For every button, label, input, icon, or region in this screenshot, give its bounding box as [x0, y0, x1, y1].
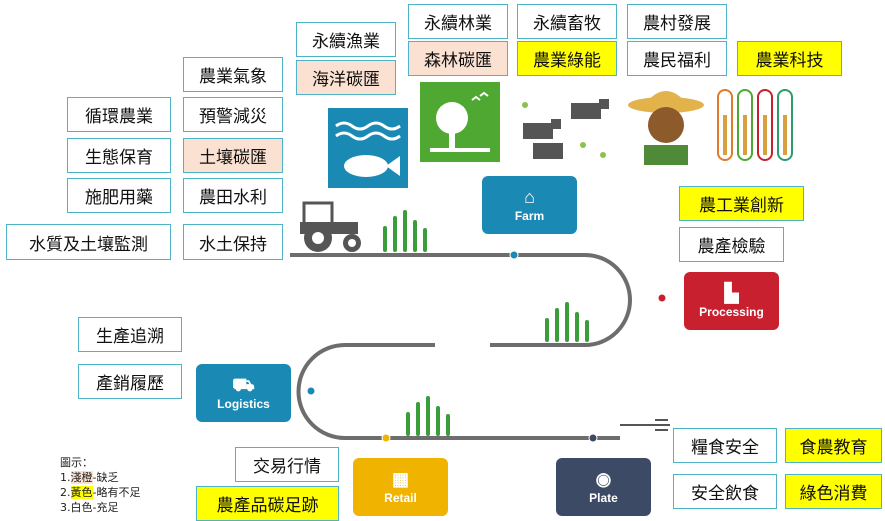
stage-farm: ⌂ Farm	[482, 176, 577, 234]
box-nongye-qixiang: 農業氣象	[183, 57, 283, 92]
box-nongcun-fazhan: 農村發展	[627, 4, 727, 39]
test-tubes-icon	[717, 89, 793, 161]
box-nongye-keji: 農業科技	[737, 41, 842, 76]
legend-item-1: 1.淺橙-缺乏	[60, 471, 119, 484]
box-shengtai-baoyu: 生態保育	[67, 138, 171, 173]
box-yongxu-xumu: 永續畜牧	[517, 4, 617, 39]
stage-plate-label: Plate	[589, 490, 618, 505]
stage-processing-label: Processing	[699, 304, 764, 319]
box-nongchan-jianyan: 農產檢驗	[679, 227, 784, 262]
cows-icon	[522, 99, 609, 159]
box-nongchanpin-tanzuji: 農產品碳足跡	[196, 486, 339, 521]
box-jiaoyi-hangqing: 交易行情	[235, 447, 339, 482]
box-shengchan-zhuisu: 生產追溯	[78, 317, 182, 352]
stage-plate: ◉ Plate	[556, 458, 651, 516]
box-nongtian-shuili: 農田水利	[183, 178, 283, 213]
farmer-icon	[628, 91, 704, 165]
box-yujing-jianzai: 預警減災	[183, 97, 283, 132]
box-nongye-lvneng: 農業綠能	[517, 41, 617, 76]
plate-icon: ◉	[595, 468, 612, 489]
box-shuitu-baochi: 水土保持	[183, 224, 283, 260]
farm-icon: ⌂	[524, 186, 535, 207]
box-turang-tanhui: 土壤碳匯	[183, 138, 283, 173]
box-shinong-jiaoyu: 食農教育	[785, 428, 882, 463]
box-yongxu-linye: 永續林業	[408, 4, 508, 39]
tree-icon	[420, 82, 500, 162]
box-senlin-tanhui: 森林碳匯	[408, 41, 508, 76]
box-anquan-yinshi: 安全飲食	[673, 474, 777, 509]
box-shifei-yongyao: 施肥用藥	[67, 178, 171, 213]
stage-logistics-label: Logistics	[217, 396, 270, 411]
stage-processing: ▙ Processing	[684, 272, 779, 330]
legend-item-2: 2.黃色-略有不足	[60, 486, 141, 499]
stage-farm-label: Farm	[514, 208, 545, 223]
legend-title: 圖示：	[60, 456, 93, 469]
wheat-icon-2	[545, 302, 589, 342]
legend: 圖示： 1.淺橙-缺乏 2.黃色-略有不足 3.白色-充足	[60, 455, 140, 515]
fish-icon	[328, 108, 408, 188]
wheat-icon-3	[406, 396, 450, 436]
legend-item-3: 3.白色-充足	[60, 501, 119, 514]
stage-logistics: ⛟ Logistics	[196, 364, 291, 422]
store-icon: ▦	[391, 468, 409, 489]
box-nonggongye-chuangxin: 農工業創新	[679, 186, 804, 221]
tractor-icon	[300, 201, 361, 252]
wheat-icon-1	[383, 210, 427, 252]
stage-retail-label: Retail	[384, 490, 417, 505]
box-xunhuan-nongye: 循環農業	[67, 97, 171, 132]
box-yongxu-yuye: 永續漁業	[296, 22, 396, 57]
box-lvse-xiaofei: 綠色消費	[785, 474, 882, 509]
factory-icon: ▙	[724, 282, 739, 303]
box-shuizhi-jiance: 水質及土壤監測	[6, 224, 171, 260]
box-haiyang-tanhui: 海洋碳匯	[296, 60, 396, 95]
box-chanxiao-lvli: 產銷履歷	[78, 364, 182, 399]
box-liangshi-anquan: 糧食安全	[673, 428, 777, 463]
truck-icon: ⛟	[232, 374, 255, 395]
stage-retail: ▦ Retail	[353, 458, 448, 516]
fork-icon	[620, 419, 670, 431]
box-nongmin-fuli: 農民福利	[627, 41, 727, 76]
